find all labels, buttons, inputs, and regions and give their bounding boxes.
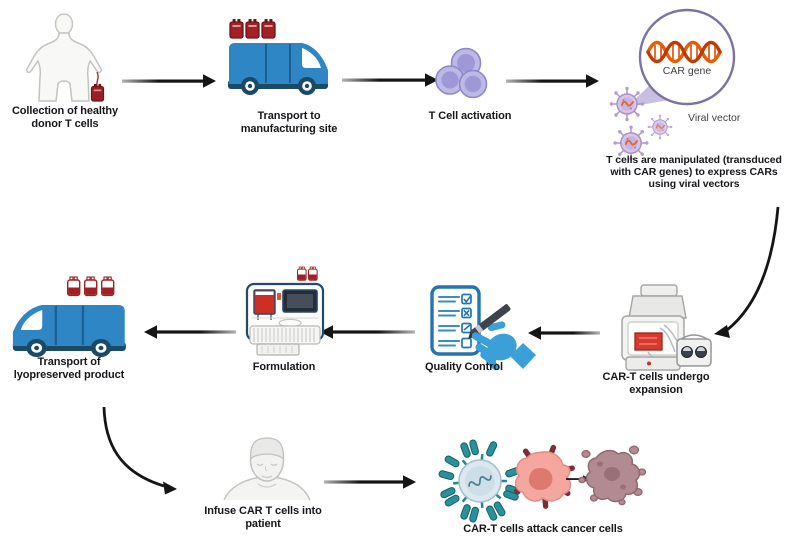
label-formulation: Formulation — [252, 361, 316, 373]
label-expansion: CAR-T cells undergo expansion — [602, 371, 710, 396]
car-t-cell-icon — [436, 437, 523, 525]
label-transport-lyopreserved: Transport of lyopreserved product — [13, 356, 125, 381]
label-activation: T Cell activation — [428, 110, 512, 122]
pencil-mark-icon — [463, 324, 471, 331]
arrow-transport-to-activation — [342, 73, 438, 87]
expansion-machine-icon — [621, 284, 712, 371]
arrow-collection-to-transport — [122, 74, 216, 88]
magnifier-cone — [627, 82, 670, 107]
cap-icon — [249, 437, 285, 461]
annotation-viral-vector: Viral vector — [688, 112, 741, 124]
cell-attack-icon — [436, 437, 647, 525]
car-gene-circle — [638, 8, 736, 106]
quality-control-icon — [430, 285, 536, 371]
label-transduction: T cells are manipulated (transduced with… — [606, 154, 782, 190]
label-collection: Collection of healthy donor T cells — [11, 105, 119, 130]
x-mark-icon — [463, 309, 470, 317]
cancer-cell-icon — [513, 444, 576, 510]
label-infusion: Infuse CAR T cells into patient — [204, 505, 322, 530]
label-quality-control: Quality Control — [425, 361, 503, 373]
patient-icon — [223, 437, 311, 501]
delivery-van-icon — [227, 18, 329, 96]
formulation-machine-icon — [245, 266, 325, 356]
viral-vector-icon — [608, 8, 736, 162]
arrow-activation-to-transduction — [506, 74, 599, 88]
label-transport-manufacturing: Transport to manufacturing site — [240, 110, 338, 135]
donor-figure-icon — [26, 13, 105, 102]
arrow-expansion-to-qc — [528, 326, 600, 340]
qc-hand-icon — [468, 304, 536, 371]
lyopreserved-van-icon — [11, 276, 128, 359]
label-attack: CAR-T cells attack cancer cells — [463, 523, 623, 535]
curved-arrow-transduction-to-expansion — [714, 206, 780, 338]
annotation-car-gene: CAR gene — [662, 65, 712, 77]
dead-cell-icon — [578, 445, 647, 506]
arrow-formulation-to-transport — [144, 325, 236, 339]
arrow-qc-to-formulation — [320, 325, 415, 339]
blood-bag-icon — [90, 84, 105, 102]
t-cells-icon — [435, 47, 488, 99]
dna-helix-icon — [646, 40, 722, 64]
arrow-infusion-to-attack — [324, 475, 416, 489]
dna-squiggle-icon — [468, 475, 492, 487]
curved-arrow-transport-to-infusion — [102, 406, 177, 495]
checkmark-icon — [463, 296, 471, 304]
